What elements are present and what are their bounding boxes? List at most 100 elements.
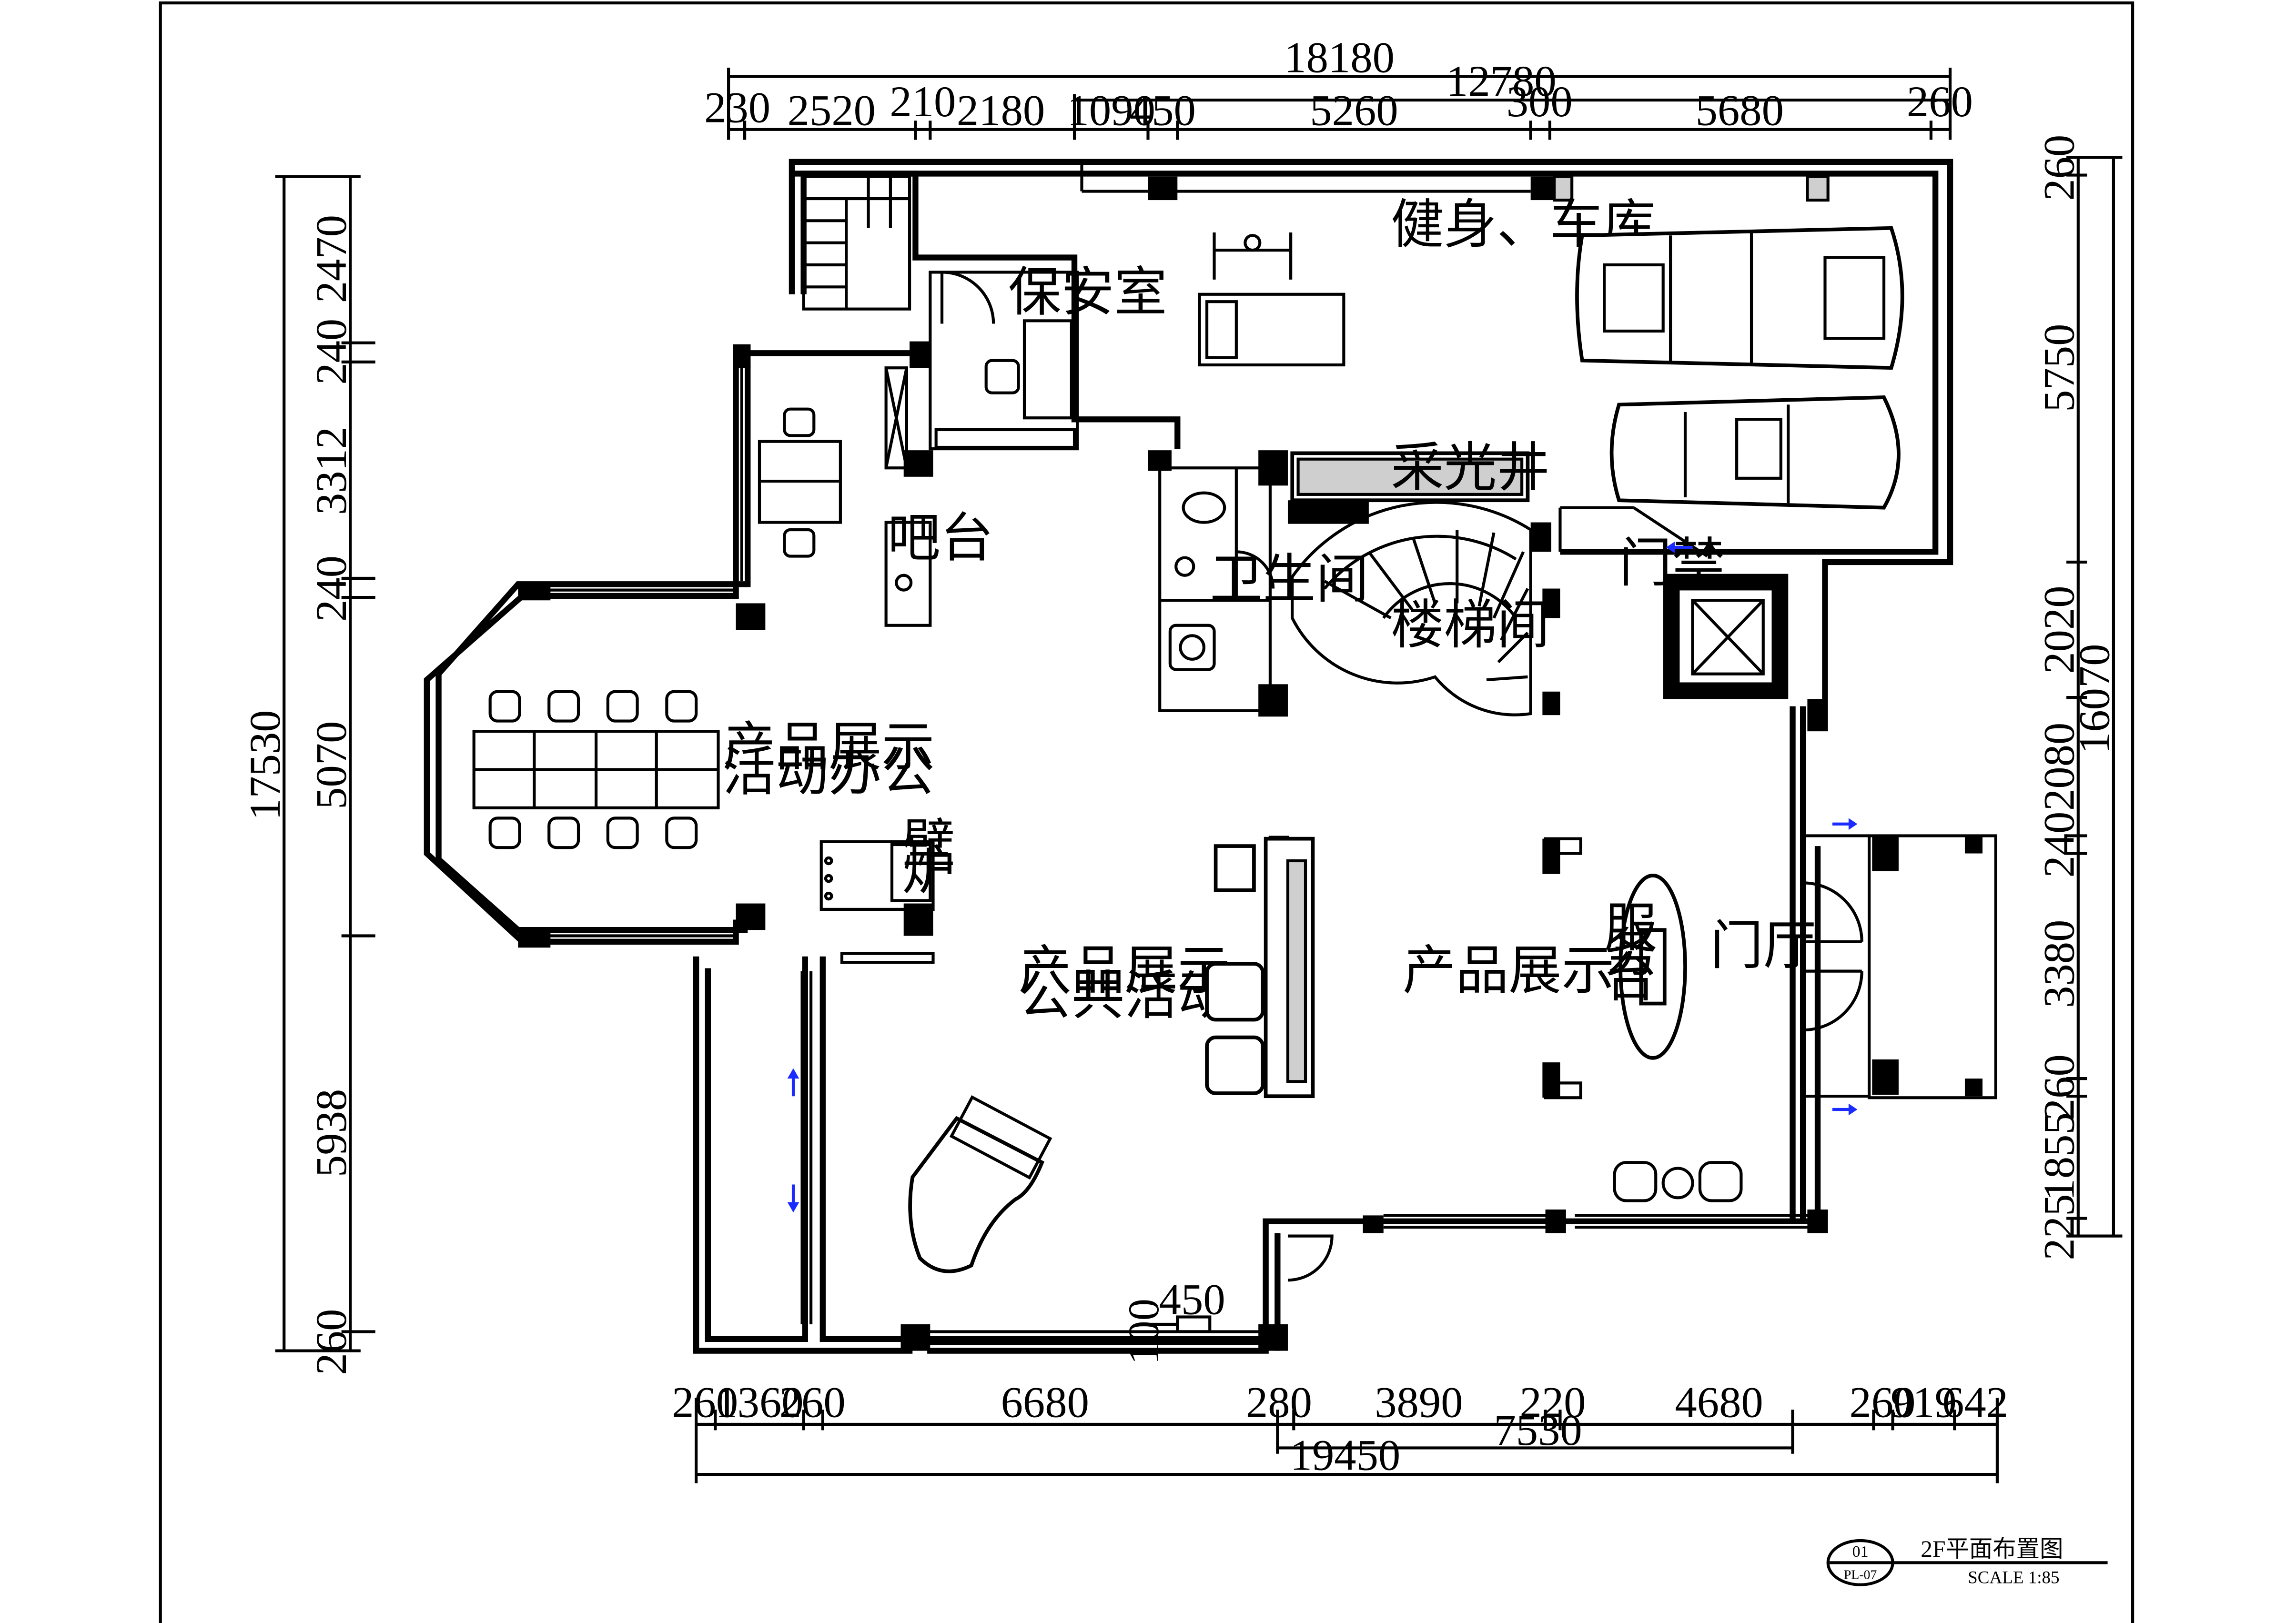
product-public-label-1: 产品展示 xyxy=(1019,940,1231,1002)
bar-counter xyxy=(758,366,932,627)
column xyxy=(1363,1215,1384,1233)
bathroom-label: 卫生间 xyxy=(1210,549,1369,610)
dim-bottom-seg: 919 xyxy=(1891,1378,1957,1427)
dim-bottom-seg: 260 xyxy=(1849,1378,1915,1427)
dim-left-seg: 5938 xyxy=(307,1089,356,1177)
column xyxy=(736,903,766,930)
dim-right-seg: 3380 xyxy=(2035,920,2084,1008)
column xyxy=(900,1324,931,1351)
dim-bottom-sub: 7530 xyxy=(1494,1406,1582,1455)
service-desk-label-3: 台 xyxy=(1604,948,1657,1009)
sheet-code: PL-07 xyxy=(1844,1567,1877,1582)
fireplace-label-1: 壁 xyxy=(902,814,955,875)
service-desk xyxy=(1544,837,1687,1099)
column xyxy=(1807,1210,1828,1233)
dim-right-seg: 5750 xyxy=(2035,324,2084,412)
dim-bottom-seg: 4680 xyxy=(1675,1378,1763,1427)
dim-bottom-seg: 1360 xyxy=(715,1378,803,1427)
dim-bottom-seg: 260 xyxy=(779,1378,846,1427)
dim-bottom-seg: 260 xyxy=(672,1378,738,1427)
top-left-stair xyxy=(802,175,911,311)
column xyxy=(1258,1324,1288,1351)
dim-top-seg: 2520 xyxy=(788,86,876,135)
dim-right-seg: 2080 xyxy=(2035,723,2084,811)
fireplace xyxy=(819,840,935,964)
product-display-label: 产品展示 xyxy=(1403,940,1615,1002)
dim-right-seg: 260 xyxy=(2035,1054,2084,1120)
dim-left-seg: 260 xyxy=(307,1309,356,1375)
dim-right-seg: 2020 xyxy=(2035,585,2084,674)
dim-top-seg: 1090 xyxy=(1067,86,1155,135)
dim-top-seg: 450 xyxy=(1130,86,1196,135)
dim-bottom-seg: 280 xyxy=(1246,1378,1312,1427)
corner-door-swing xyxy=(1287,1234,1334,1282)
dim-left-seg: 240 xyxy=(307,555,356,622)
lobby-label: 门厅 xyxy=(1710,915,1816,977)
column xyxy=(1287,500,1369,524)
column xyxy=(1542,691,1560,716)
dim-right-seg: 1855 xyxy=(2035,1112,2084,1200)
top-dimensions xyxy=(727,68,1952,140)
column xyxy=(910,341,931,368)
entrance-arrows xyxy=(1832,818,1858,1116)
display-partition xyxy=(1205,837,1315,1099)
dim-bottom-seg: 3890 xyxy=(1375,1378,1463,1427)
conference-table xyxy=(472,730,720,809)
service-desk-label-2: 务 xyxy=(1604,923,1657,984)
column xyxy=(903,450,933,477)
product-office-label-2: 活动办公 xyxy=(723,742,935,803)
column xyxy=(736,603,766,630)
column xyxy=(1872,836,1899,871)
stair-label: 楼梯间 xyxy=(1391,595,1550,656)
column xyxy=(1553,175,1574,202)
dim-left-seg: 3312 xyxy=(307,427,356,515)
window-dim-450: 450 xyxy=(1159,1275,1225,1324)
column xyxy=(1545,1210,1566,1233)
dim-top-seg: 210 xyxy=(890,77,956,126)
bathroom-fixtures xyxy=(1158,466,1275,713)
dim-bottom-seg: 6680 xyxy=(1001,1378,1089,1427)
dim-top-seg: 300 xyxy=(1507,77,1573,126)
dim-bottom-overall: 19450 xyxy=(1290,1431,1401,1480)
dim-left-overall: 17530 xyxy=(241,710,290,820)
dim-top-seg: 5680 xyxy=(1696,86,1784,135)
dim-left-seg: 5070 xyxy=(307,721,356,809)
car-2 xyxy=(1609,395,1901,510)
dim-top-seg: 5260 xyxy=(1310,86,1398,135)
column xyxy=(518,930,551,948)
bottom-dimensions xyxy=(695,1398,1999,1483)
spiral-staircase xyxy=(1291,501,1532,716)
column xyxy=(1542,588,1560,618)
access-control-label: 门禁 xyxy=(1619,533,1725,594)
conference-chairs xyxy=(488,690,698,849)
dim-right-seg: 240 xyxy=(2035,812,2084,878)
car-1 xyxy=(1575,226,1904,370)
lounge-chairs xyxy=(1613,1161,1743,1202)
elevator-shaft xyxy=(1663,574,1789,699)
dim-top-seg: 2180 xyxy=(957,86,1045,135)
column xyxy=(1807,699,1828,732)
garage-partition xyxy=(1558,506,1709,558)
dim-top-seg: 230 xyxy=(704,83,770,132)
title-block xyxy=(1826,1539,2108,1586)
dim-left-seg: 2470 xyxy=(307,215,356,303)
dim-right-seg: 260 xyxy=(2035,135,2084,201)
product-public-label-2: 公共活动 xyxy=(1019,965,1231,1027)
service-desk-label-1: 服 xyxy=(1604,897,1657,959)
sheet-number: 01 xyxy=(1852,1543,1869,1561)
dim-right-overall: 16070 xyxy=(2070,644,2119,754)
dim-bottom-seg: 642 xyxy=(1942,1378,2008,1427)
skylight-well xyxy=(1290,451,1530,503)
dim-left-seg: 240 xyxy=(307,319,356,385)
window-dim-100: 100 xyxy=(1119,1299,1168,1365)
gym-equipment xyxy=(1198,232,1345,367)
dim-top-overall: 18180 xyxy=(1284,33,1395,82)
product-office-label-1: 产品展示 xyxy=(723,716,935,778)
security-room-furniture xyxy=(929,271,1079,451)
dim-top-sub: 12780 xyxy=(1446,57,1557,106)
column xyxy=(1806,175,1830,202)
right-dimensions xyxy=(2066,156,2123,1238)
left-dimensions xyxy=(275,175,375,1352)
fireplace-label-2: 炉 xyxy=(902,840,955,902)
